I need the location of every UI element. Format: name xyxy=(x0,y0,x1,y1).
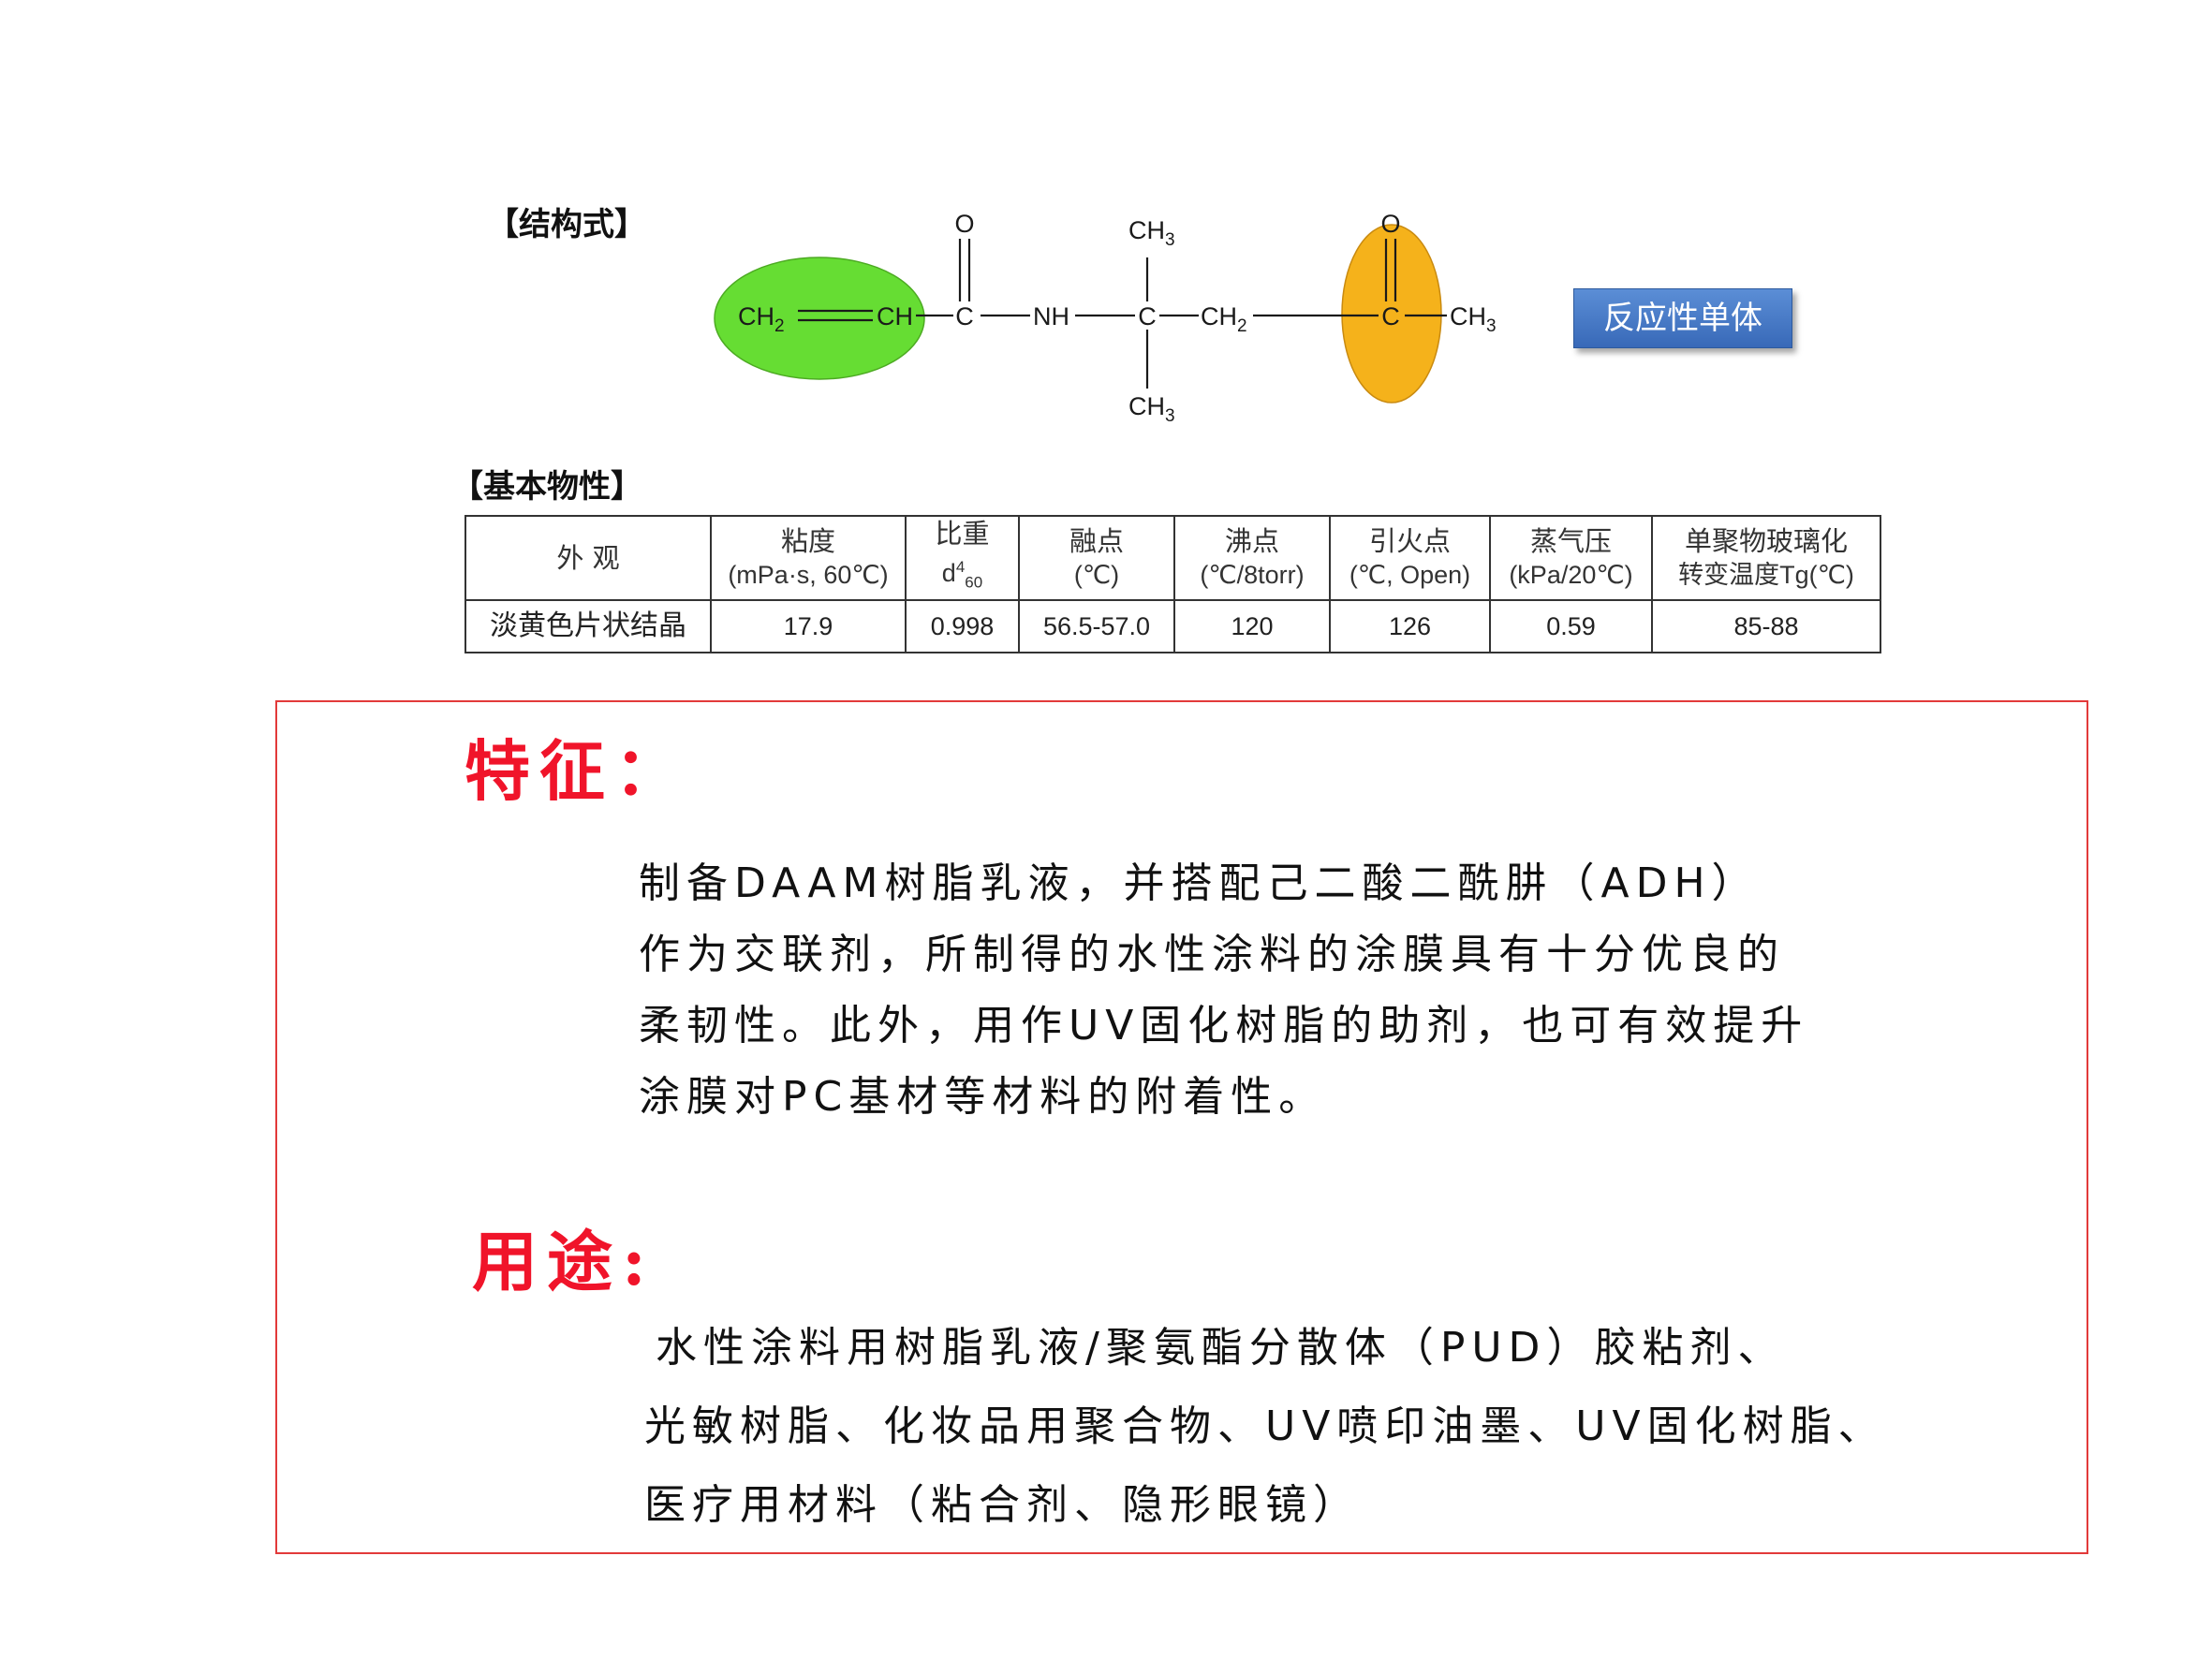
structural-formula-diagram: CH2 CH O C NH C CH3 CH3 CH2 O C CH3 xyxy=(714,210,1497,426)
features-line: 柔韧性。此外，用作UV固化树脂的助剂，也可有效提升 xyxy=(639,1002,1809,1050)
uses-line: 光敏树脂、化妆品用聚合物、UV喷印油墨、UV固化树脂、 xyxy=(644,1402,1886,1450)
features-text: 制备DAAM树脂乳液，并搭配己二酸二酰肼（ADH） 作为交联剂，所制得的水性涂料… xyxy=(639,848,1808,1133)
value-boiling-point: 120 xyxy=(1173,599,1331,654)
bonds xyxy=(798,239,1447,389)
atom-ch3-top: CH3 xyxy=(1128,216,1175,250)
atom-ch3-right: CH3 xyxy=(1450,302,1497,336)
value-appearance: 淡黄色片状结晶 xyxy=(465,599,712,654)
features-line: 制备DAAM树脂乳液，并搭配己二酸二酰肼（ADH） xyxy=(639,859,1760,907)
features-line: 涂膜对PC基材等材料的附着性。 xyxy=(639,1073,1327,1121)
atom-nh: NH xyxy=(1033,302,1069,330)
header-melting-point: 融点(℃) xyxy=(1018,514,1175,602)
properties-heading: 【基本物性】 xyxy=(451,468,642,506)
value-flash-point: 126 xyxy=(1329,599,1491,654)
uses-line: 医疗用材料（粘合剂、隐形眼镜） xyxy=(644,1481,1361,1529)
uses-title: 用途: xyxy=(472,1223,656,1300)
vinyl-group-highlight xyxy=(714,257,925,380)
description-box xyxy=(275,700,2088,1554)
value-viscosity: 17.9 xyxy=(710,599,907,654)
header-viscosity: 粘度(mPa·s, 60℃) xyxy=(710,514,907,602)
atom-carbonyl-o: O xyxy=(954,210,974,238)
features-title: 特征： xyxy=(465,732,689,810)
ketone-group-highlight xyxy=(1341,224,1442,404)
header-appearance: 外 观 xyxy=(465,514,712,602)
value-vapor-pressure: 0.59 xyxy=(1489,599,1653,654)
reactive-monomer-badge: 反应性单体 xyxy=(1573,288,1792,348)
header-flash-point: 引火点(℃, Open) xyxy=(1329,514,1491,602)
atom-quaternary-c: C xyxy=(1138,302,1157,330)
atom-ch-vinyl: CH xyxy=(877,302,913,330)
uses-text: 水性涂料用树脂乳液/聚氨酯分散体（PUD）胶粘剂、 光敏树脂、化妆品用聚合物、U… xyxy=(644,1309,1886,1545)
header-vapor-pressure: 蒸气压(kPa/20℃) xyxy=(1489,514,1653,602)
atom-ketone-o: O xyxy=(1380,210,1400,238)
atom-ch2-left: CH2 xyxy=(738,302,785,336)
structure-heading: 【结构式】 xyxy=(487,206,646,243)
atom-ketone-c: C xyxy=(1381,302,1400,330)
header-boiling-point: 沸点(℃/8torr) xyxy=(1173,514,1331,602)
features-line: 作为交联剂，所制得的水性涂料的涂膜具有十分优良的 xyxy=(639,931,1785,978)
value-specific-gravity: 0.998 xyxy=(905,599,1020,654)
value-tg: 85-88 xyxy=(1651,599,1881,654)
header-tg: 单聚物玻璃化转变温度Tg(℃) xyxy=(1651,514,1881,602)
table-row: 淡黄色片状结晶 17.9 0.998 56.5-57.0 120 126 0.5… xyxy=(465,599,1881,654)
uses-line: 水性涂料用树脂乳液/聚氨酯分散体（PUD）胶粘剂、 xyxy=(656,1324,1786,1372)
atom-ch3-bottom: CH3 xyxy=(1128,392,1175,426)
atom-amide-c: C xyxy=(955,302,974,330)
atom-ch2-mid: CH2 xyxy=(1201,302,1247,336)
value-melting-point: 56.5-57.0 xyxy=(1018,599,1175,654)
